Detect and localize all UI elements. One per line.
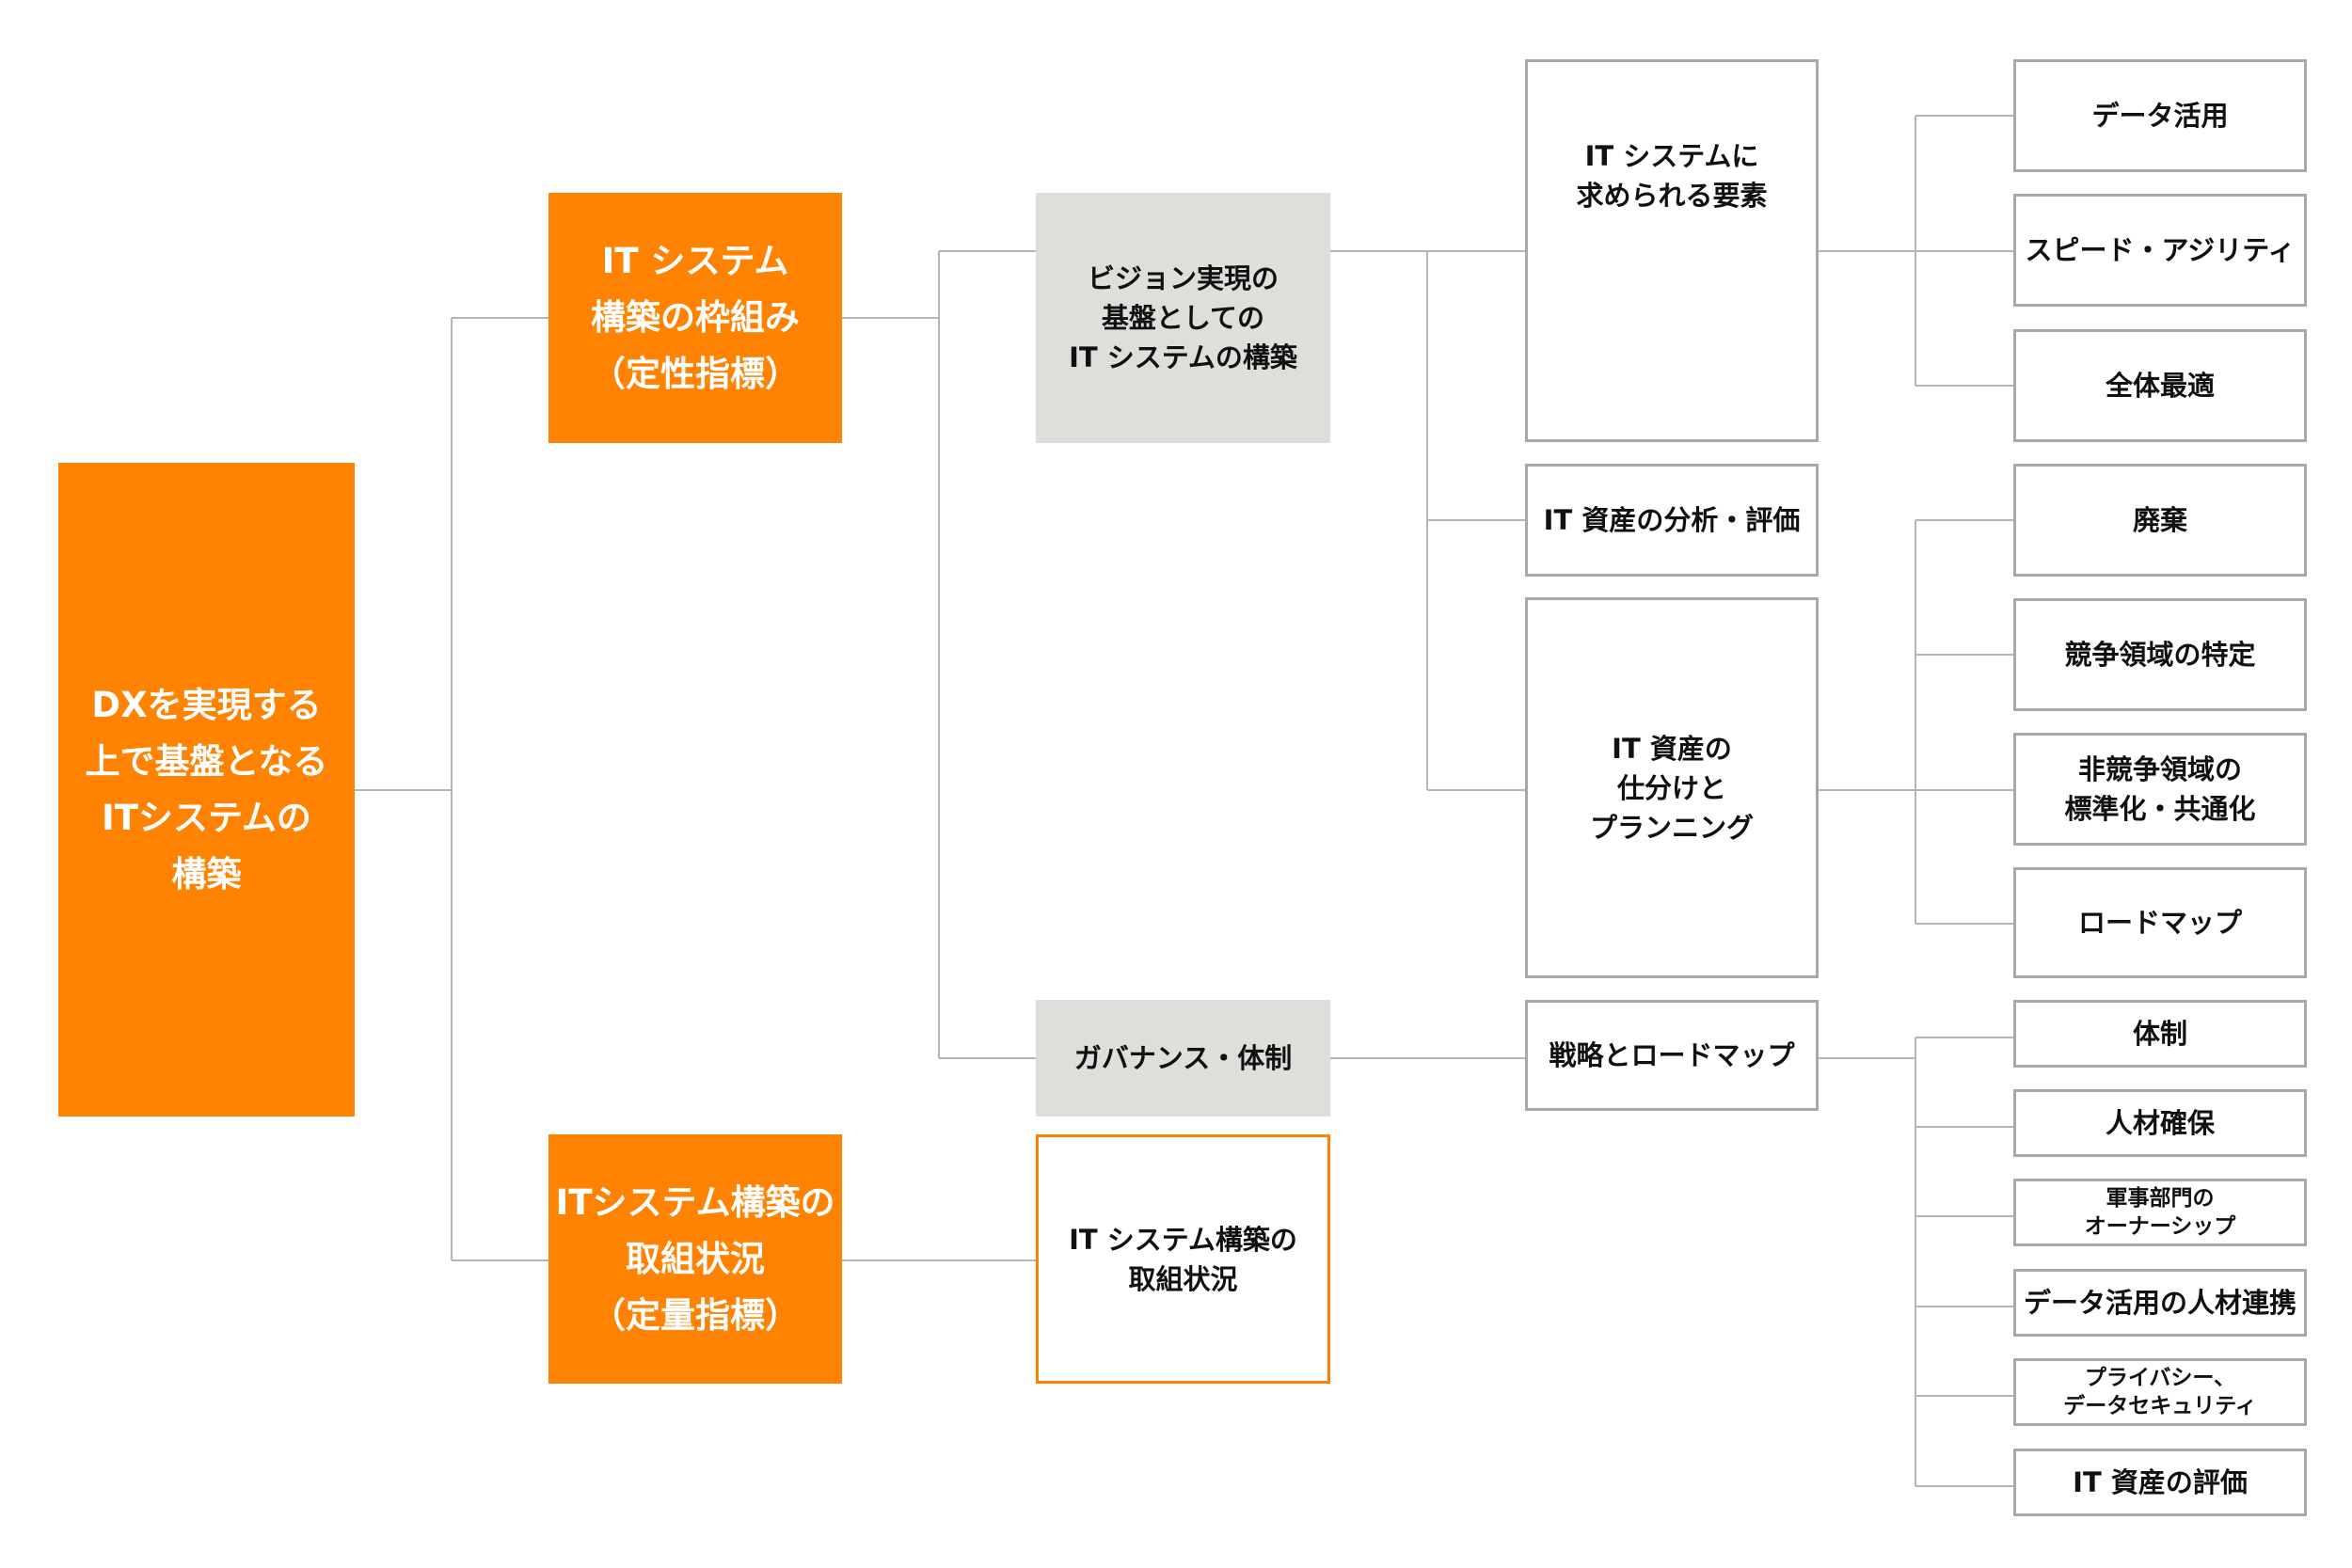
- status-detail-node-label: IT システム構築の 取組状況: [1069, 1223, 1297, 1295]
- framework-node-label: IT システム 構築の枠組み （定性指標）: [591, 241, 800, 394]
- leaf-talent-label: 人材確保: [2105, 1107, 2215, 1139]
- leaf-roadmap-label: ロードマップ: [2077, 907, 2242, 939]
- leaf-speed-agility-label: スピード・アジリティ: [2025, 234, 2296, 266]
- leaf-competitive-area: 競争領域の特定: [2013, 598, 2307, 711]
- strategy-node-label: 戦略とロードマップ: [1549, 1039, 1795, 1071]
- leaf-ownership-label: 軍事部門の オーナーシップ: [2084, 1186, 2236, 1239]
- governance-node-label: ガバナンス・体制: [1073, 1042, 1293, 1074]
- leaf-privacy-security-label: プライバシー、 データセキュリティ: [2063, 1366, 2257, 1418]
- leaf-competitive-area-label: 競争領域の特定: [2064, 639, 2256, 671]
- analysis-node: IT 資産の分析・評価: [1525, 464, 1819, 577]
- framework-node: IT システム 構築の枠組み （定性指標）: [548, 193, 842, 443]
- leaf-it-asset-eval: IT 資産の評価: [2013, 1449, 2307, 1516]
- status-node-label: ITシステム構築の 取組状況 （定量指標）: [555, 1181, 835, 1336]
- leaf-it-asset-eval-label: IT 資産の評価: [2073, 1466, 2248, 1498]
- requirements-node: IT システムに 求められる要素: [1525, 59, 1819, 442]
- strategy-node: 戦略とロードマップ: [1525, 1000, 1819, 1111]
- leaf-structure: 体制: [2013, 1000, 2307, 1068]
- leaf-structure-label: 体制: [2132, 1018, 2187, 1050]
- leaf-data-use: データ活用: [2013, 59, 2307, 172]
- vision-node: ビジョン実現の 基盤としての IT システムの構築: [1036, 193, 1330, 443]
- planning-node-label: IT 資産の 仕分けと プランニング: [1589, 732, 1754, 844]
- leaf-data-use-label: データ活用: [2091, 100, 2229, 132]
- analysis-node-label: IT 資産の分析・評価: [1543, 504, 1801, 536]
- leaf-overall-optimization: 全体最適: [2013, 329, 2307, 442]
- leaf-disposal-label: 廃棄: [2132, 504, 2187, 536]
- root-node: DXを実現する 上で基盤となる ITシステムの 構築: [58, 463, 355, 1117]
- requirements-node-label: IT システムに 求められる要素: [1576, 139, 1768, 212]
- leaf-data-talent: データ活用の人材連携: [2013, 1269, 2307, 1337]
- leaf-disposal: 廃棄: [2013, 464, 2307, 577]
- status-detail-node: IT システム構築の 取組状況: [1036, 1134, 1330, 1384]
- governance-node: ガバナンス・体制: [1036, 1000, 1330, 1117]
- leaf-noncompetitive-area: 非競争領域の 標準化・共通化: [2013, 733, 2307, 846]
- leaf-ownership: 軍事部門の オーナーシップ: [2013, 1179, 2307, 1246]
- leaf-talent: 人材確保: [2013, 1089, 2307, 1157]
- leaf-roadmap: ロードマップ: [2013, 867, 2307, 978]
- leaf-data-talent-label: データ活用の人材連携: [2023, 1287, 2296, 1319]
- planning-node: IT 資産の 仕分けと プランニング: [1525, 597, 1819, 978]
- leaf-privacy-security: プライバシー、 データセキュリティ: [2013, 1358, 2307, 1426]
- status-node: ITシステム構築の 取組状況 （定量指標）: [548, 1134, 842, 1384]
- leaf-noncompetitive-area-label: 非競争領域の 標準化・共通化: [2064, 753, 2256, 825]
- root-node-label: DXを実現する 上で基盤となる ITシステムの 構築: [85, 684, 328, 895]
- vision-node-label: ビジョン実現の 基盤としての IT システムの構築: [1069, 262, 1297, 373]
- leaf-overall-optimization-label: 全体最適: [2105, 370, 2215, 402]
- leaf-speed-agility: スピード・アジリティ: [2013, 194, 2307, 307]
